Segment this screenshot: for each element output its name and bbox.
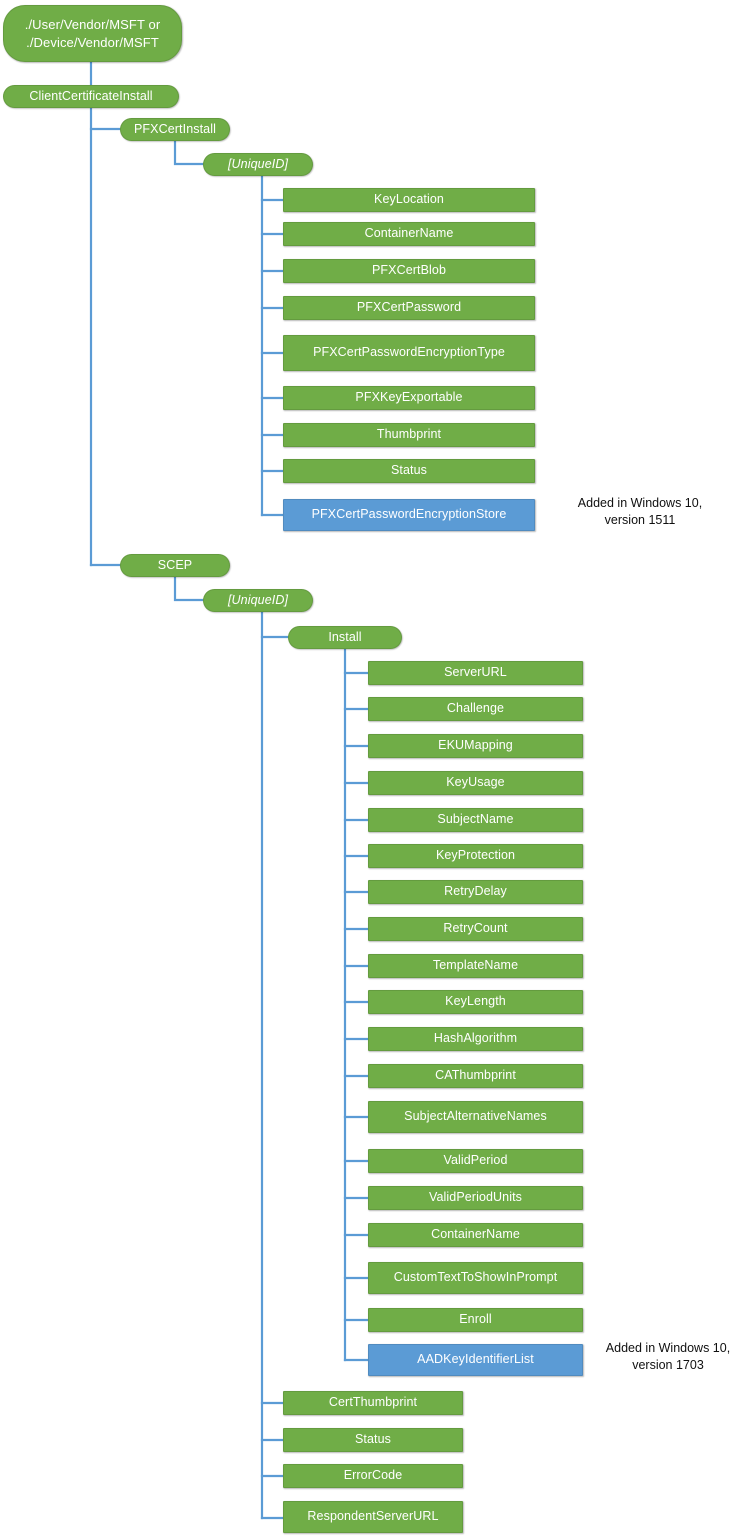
node-pfx-key-exportable[interactable]: PFXKeyExportable	[283, 386, 535, 410]
node-status-pfx[interactable]: Status	[283, 459, 535, 483]
node-status-scep[interactable]: Status	[283, 1428, 463, 1452]
node-subject-name[interactable]: SubjectName	[368, 808, 583, 832]
node-error-code[interactable]: ErrorCode	[283, 1464, 463, 1488]
node-key-usage[interactable]: KeyUsage	[368, 771, 583, 795]
node-enroll[interactable]: Enroll	[368, 1308, 583, 1332]
node-key-protection[interactable]: KeyProtection	[368, 844, 583, 868]
node-pfx-cert-password-encryption-type[interactable]: PFXCertPasswordEncryptionType	[283, 335, 535, 371]
node-eku-mapping[interactable]: EKUMapping	[368, 734, 583, 758]
node-key-length[interactable]: KeyLength	[368, 990, 583, 1014]
node-scep-unique-id[interactable]: [UniqueID]	[203, 589, 313, 612]
node-pfx-cert-install[interactable]: PFXCertInstall	[120, 118, 230, 141]
node-client-certificate-install[interactable]: ClientCertificateInstall	[3, 85, 179, 108]
node-scep[interactable]: SCEP	[120, 554, 230, 577]
node-challenge[interactable]: Challenge	[368, 697, 583, 721]
node-pfx-cert-blob[interactable]: PFXCertBlob	[283, 259, 535, 283]
node-root-line2: ./Device/Vendor/MSFT	[26, 34, 159, 50]
node-valid-period-units[interactable]: ValidPeriodUnits	[368, 1186, 583, 1210]
node-subject-alternative-names[interactable]: SubjectAlternativeNames	[368, 1101, 583, 1133]
node-aad-key-identifier-list[interactable]: AADKeyIdentifierList	[368, 1344, 583, 1376]
node-thumbprint[interactable]: Thumbprint	[283, 423, 535, 447]
node-container-name-scep[interactable]: ContainerName	[368, 1223, 583, 1247]
node-pfx-cert-password[interactable]: PFXCertPassword	[283, 296, 535, 320]
node-retry-delay[interactable]: RetryDelay	[368, 880, 583, 904]
node-root-line1: ./User/Vendor/MSFT or	[24, 16, 161, 32]
node-server-url[interactable]: ServerURL	[368, 661, 583, 685]
node-valid-period[interactable]: ValidPeriod	[368, 1149, 583, 1173]
node-ca-thumbprint[interactable]: CAThumbprint	[368, 1064, 583, 1088]
node-cert-thumbprint[interactable]: CertThumbprint	[283, 1391, 463, 1415]
node-install[interactable]: Install	[288, 626, 402, 649]
node-root[interactable]: ./User/Vendor/MSFT or ./Device/Vendor/MS…	[3, 5, 182, 62]
note-added-windows-10-1511: Added in Windows 10, version 1511	[577, 496, 703, 527]
node-key-location[interactable]: KeyLocation	[283, 188, 535, 212]
node-custom-text-to-show-in-prompt[interactable]: CustomTextToShowInPrompt	[368, 1262, 583, 1294]
node-template-name[interactable]: TemplateName	[368, 954, 583, 978]
node-pfx-cert-password-encryption-store[interactable]: PFXCertPasswordEncryptionStore	[283, 499, 535, 531]
node-retry-count[interactable]: RetryCount	[368, 917, 583, 941]
note-added-windows-10-1703: Added in Windows 10, version 1703	[605, 1341, 731, 1372]
node-respondent-server-url[interactable]: RespondentServerURL	[283, 1501, 463, 1533]
node-hash-algorithm[interactable]: HashAlgorithm	[368, 1027, 583, 1051]
node-pfx-unique-id[interactable]: [UniqueID]	[203, 153, 313, 176]
node-container-name[interactable]: ContainerName	[283, 222, 535, 246]
